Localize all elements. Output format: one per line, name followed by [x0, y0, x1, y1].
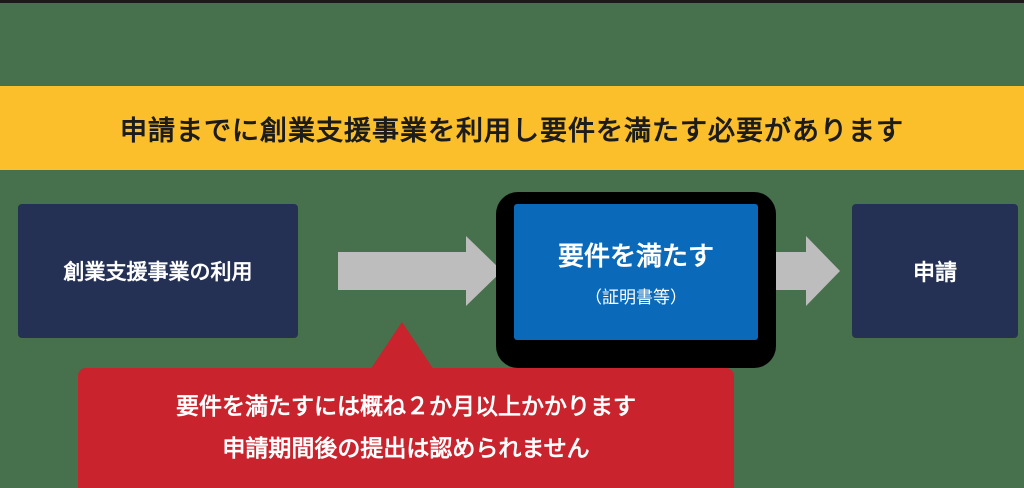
step-application: 申請 [852, 204, 1018, 338]
warning-note-line2: 申請期間後の提出は認められません [222, 436, 590, 462]
banner-text: 申請までに創業支援事業を利用し要件を満たす必要があります [120, 115, 904, 147]
step-meet-requirements-sublabel: （証明書等） [585, 288, 687, 308]
note-pointer [370, 322, 434, 370]
requirement-banner: 申請までに創業支援事業を利用し要件を満たす必要があります [0, 86, 1024, 170]
arrow-step2-to-step3 [776, 236, 840, 306]
step-support-program-label: 創業支援事業の利用 [63, 260, 253, 284]
top-edge [0, 0, 1024, 3]
step-meet-requirements: 要件を満たす （証明書等） [514, 204, 758, 340]
warning-note-line1: 要件を満たすには概ね２か月以上かかります [176, 394, 636, 420]
warning-note: 要件を満たすには概ね２か月以上かかります 申請期間後の提出は認められません [78, 368, 734, 488]
step-meet-requirements-label: 要件を満たす [557, 242, 714, 272]
step-support-program: 創業支援事業の利用 [18, 204, 298, 338]
step-application-label: 申請 [912, 261, 957, 286]
arrow-step1-to-step2 [338, 236, 502, 306]
